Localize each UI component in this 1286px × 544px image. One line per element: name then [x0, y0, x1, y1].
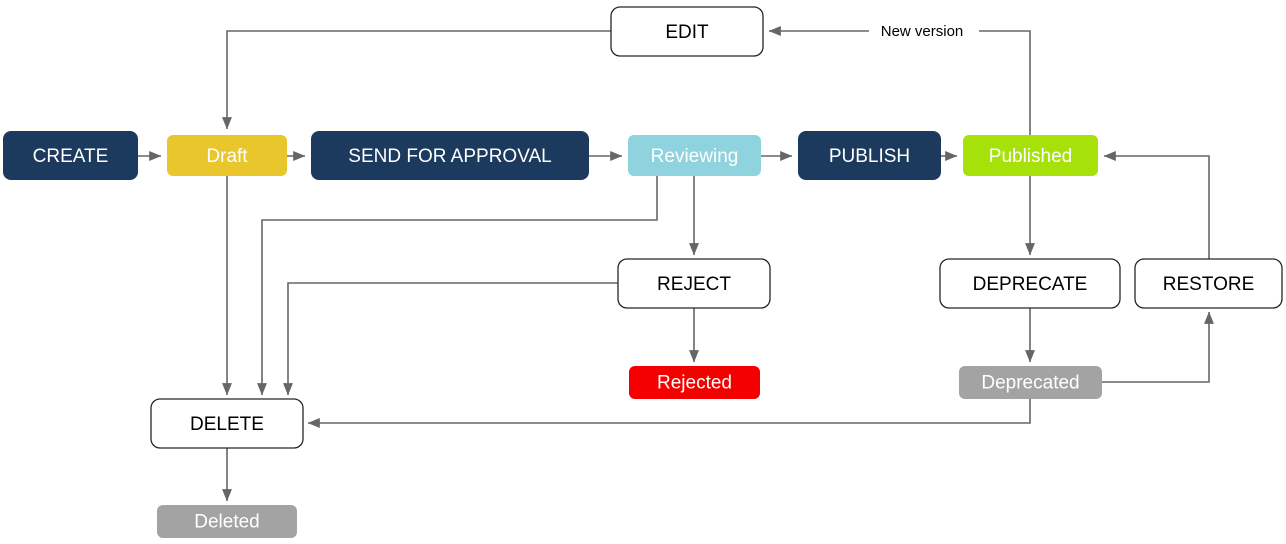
edge-reject-delete [283, 282, 618, 396]
edge-labels-layer: New version [869, 20, 979, 42]
node-restore-label: RESTORE [1163, 274, 1255, 295]
edge-published-edit-new-version [768, 26, 1031, 135]
node-create-shape [3, 131, 138, 180]
node-deleted-shape [157, 505, 297, 538]
node-restore[interactable]: RESTORE [1134, 258, 1283, 309]
node-deprecate[interactable]: DEPRECATE [939, 258, 1121, 309]
node-reject-shape [617, 258, 771, 309]
node-deprecated-shape [959, 366, 1102, 399]
node-send-for-approval[interactable]: SEND FOR APPROVAL [311, 131, 589, 180]
node-published-label: Published [989, 146, 1072, 167]
node-draft-shape [167, 135, 287, 176]
node-edit-shape [610, 6, 764, 57]
node-deprecated-label: Deprecated [981, 373, 1079, 394]
node-rejected-label: Rejected [657, 373, 732, 394]
node-reviewing-shape [628, 135, 761, 176]
new-version-label-backdrop [869, 20, 979, 42]
node-reject[interactable]: REJECT [617, 258, 771, 309]
edges-layer [138, 26, 1214, 502]
node-restore-shape [1134, 258, 1283, 309]
node-deprecate-label: DEPRECATE [973, 274, 1088, 295]
edge-edit-draft [222, 30, 611, 130]
node-publish[interactable]: PUBLISH [798, 131, 941, 180]
node-draft-label: Draft [206, 146, 248, 167]
node-reviewing[interactable]: Reviewing [628, 135, 761, 176]
node-rejected-shape [629, 366, 760, 399]
node-draft[interactable]: Draft [167, 135, 287, 176]
node-edit-label: EDIT [665, 22, 709, 43]
edge-label-new-version: New version [881, 23, 964, 40]
node-send-for-approval-shape [311, 131, 589, 180]
edge-deprecated-delete [307, 399, 1031, 428]
edge-reviewing-delete [257, 176, 658, 396]
node-published[interactable]: Published [963, 135, 1098, 176]
node-deprecated[interactable]: Deprecated [959, 366, 1102, 399]
node-delete-shape [150, 398, 304, 449]
edge-restore-published [1103, 151, 1210, 259]
node-deleted[interactable]: Deleted [157, 505, 297, 538]
node-publish-shape [798, 131, 941, 180]
node-deleted-label: Deleted [194, 512, 260, 533]
node-create-label: CREATE [33, 146, 109, 167]
node-delete-label: DELETE [190, 414, 264, 435]
nodes-layer: CREATE Draft SEND FOR APPROVAL Reviewing… [3, 6, 1283, 538]
node-reject-label: REJECT [657, 274, 731, 295]
node-reviewing-label: Reviewing [651, 146, 739, 167]
node-create[interactable]: CREATE [3, 131, 138, 180]
edge-deprecated-restore [1102, 311, 1214, 383]
node-deprecate-shape [939, 258, 1121, 309]
node-rejected[interactable]: Rejected [629, 366, 760, 399]
node-send-for-approval-label: SEND FOR APPROVAL [348, 146, 551, 167]
node-edit[interactable]: EDIT [610, 6, 764, 57]
node-publish-label: PUBLISH [829, 146, 910, 167]
node-published-shape [963, 135, 1098, 176]
node-delete[interactable]: DELETE [150, 398, 304, 449]
